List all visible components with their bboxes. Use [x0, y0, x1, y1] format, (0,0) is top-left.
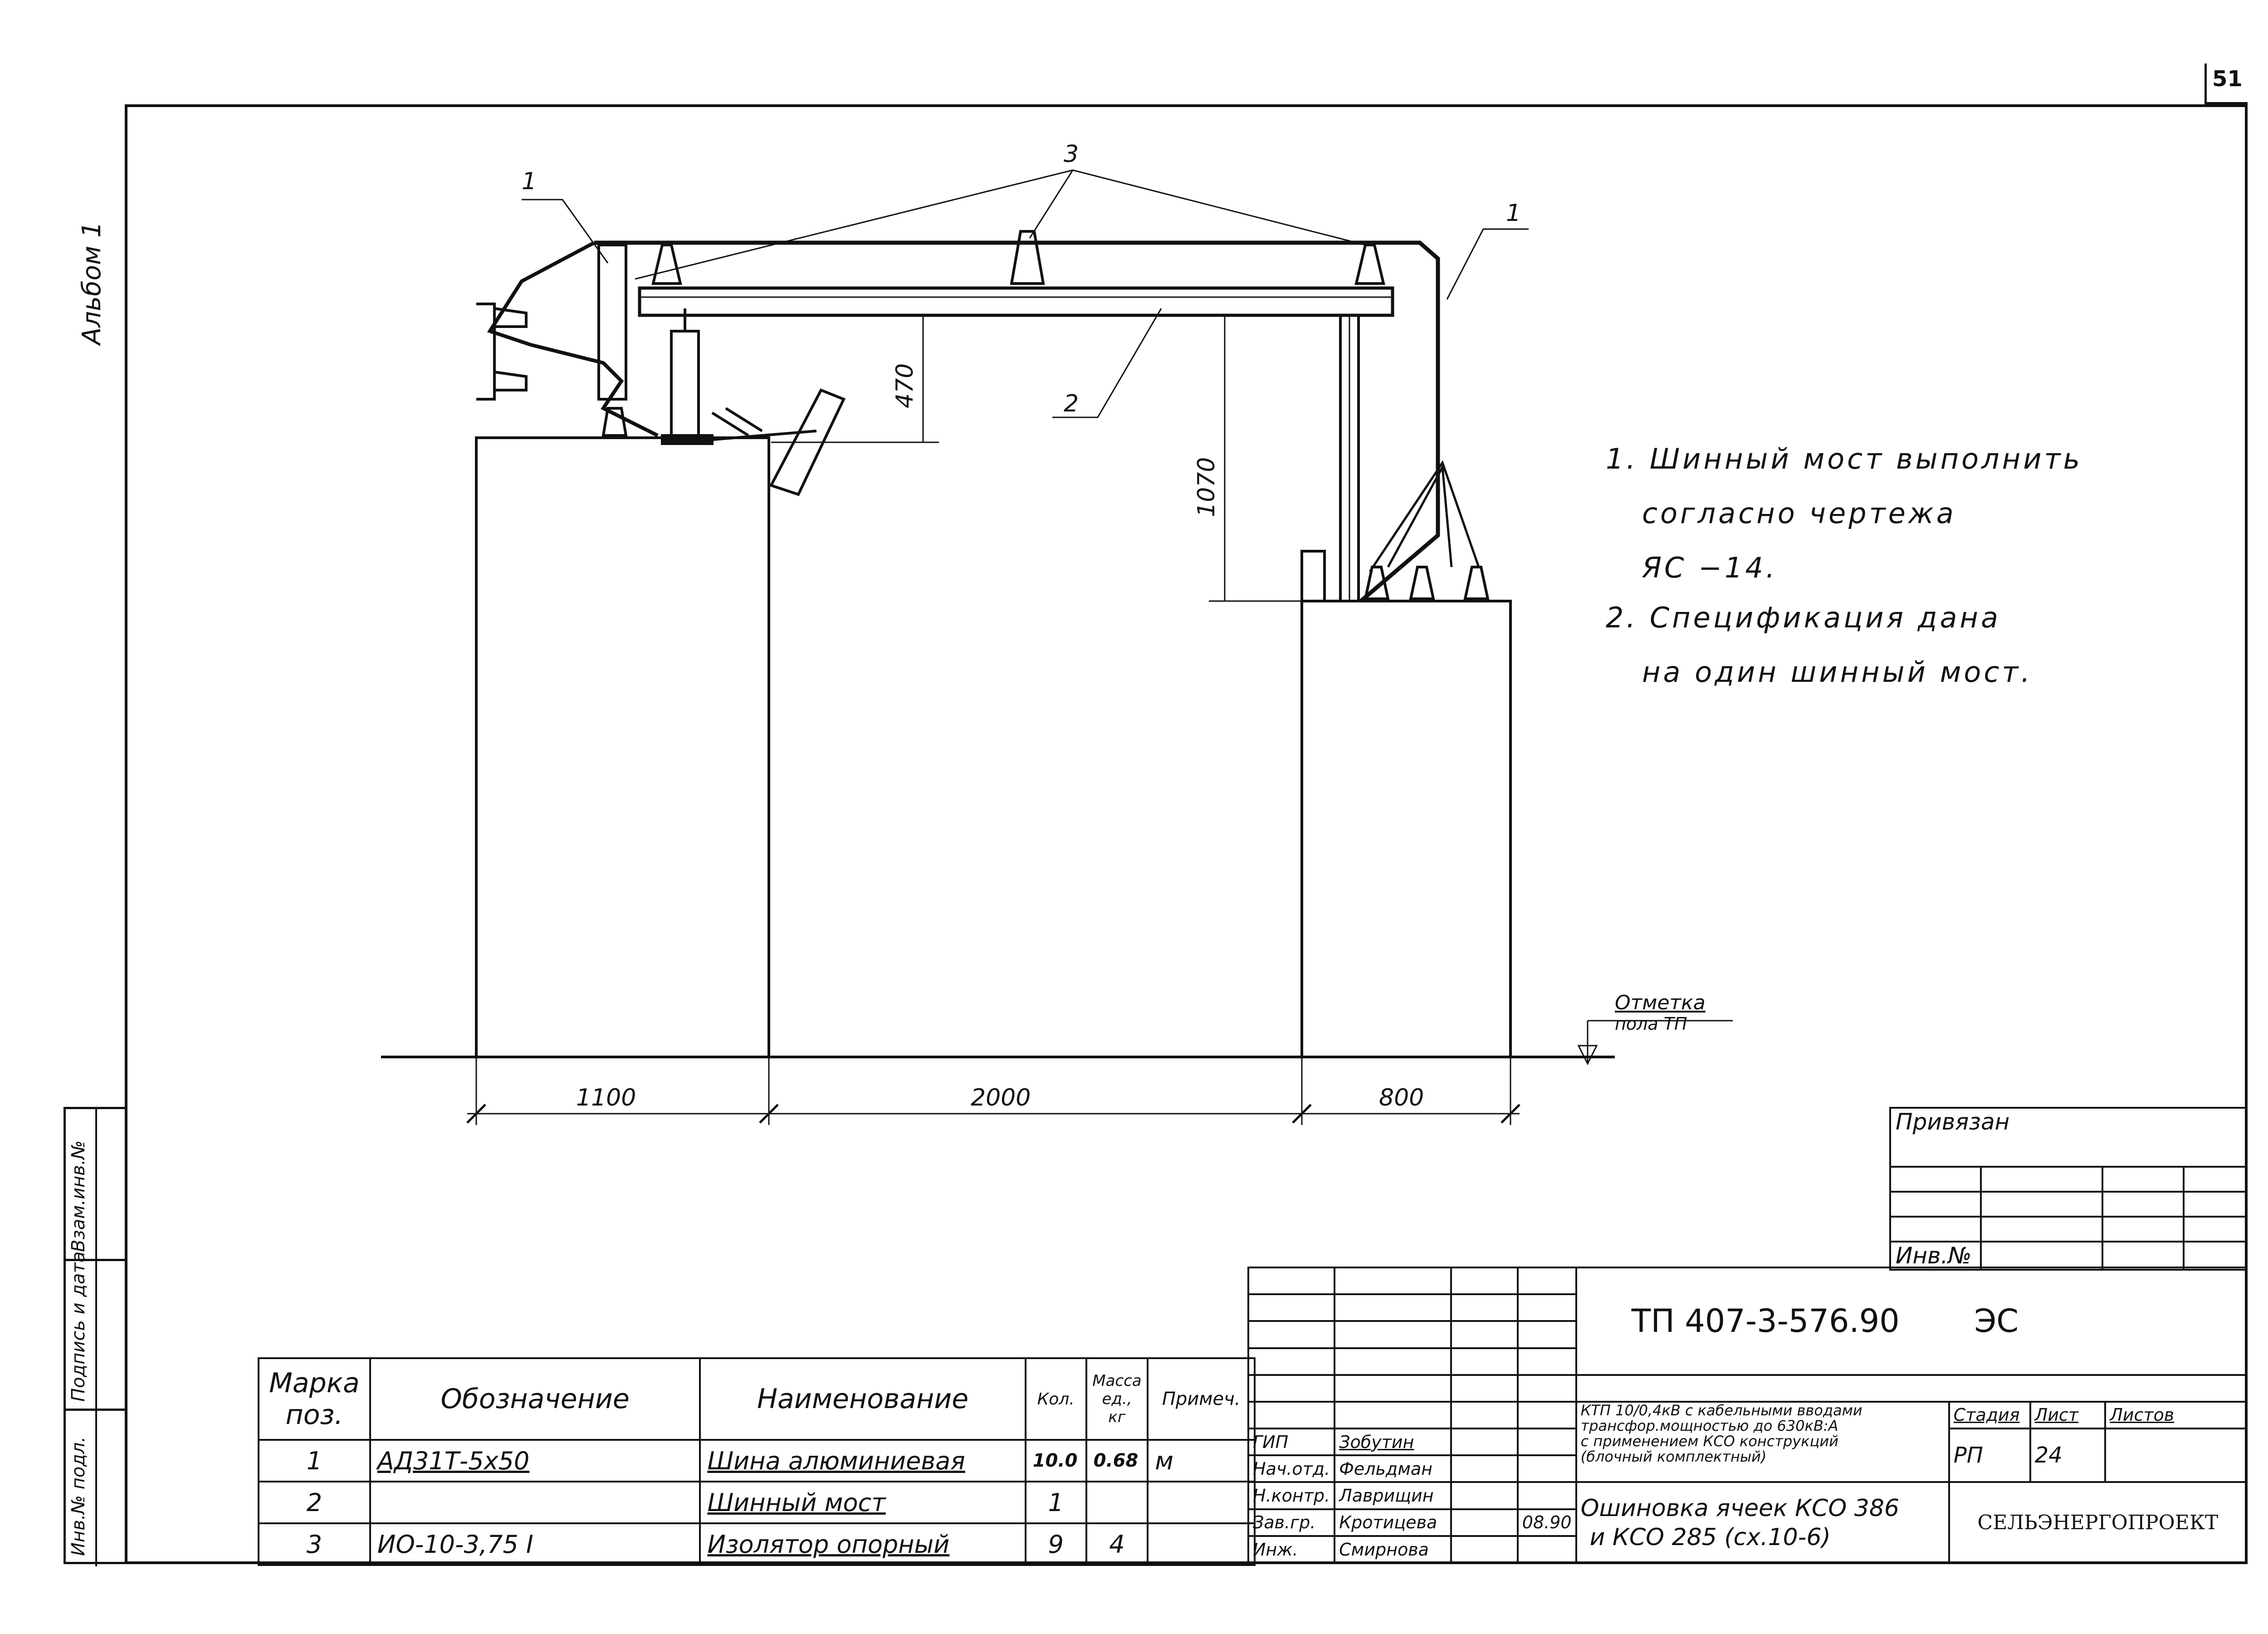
sheet-title-line2: и КСО 285 (сх.10-6) — [1589, 1523, 1831, 1551]
spec-row-3-name: Изолятор опорный — [699, 1522, 1026, 1566]
spec-row-2-mark: 2 — [258, 1481, 371, 1524]
sign-date: 08.90 — [1516, 1508, 1577, 1537]
privyazan-title: Привязан — [1889, 1107, 2248, 1168]
side-stamp — [64, 1107, 125, 1566]
dim-height-right: 1070 — [1193, 457, 1220, 517]
spec-header-mass: Масса ед., кг — [1085, 1357, 1149, 1441]
busbar-beam — [638, 286, 1394, 317]
sheets-label: Листов — [2104, 1400, 2248, 1430]
table-row: 3 ИО-10-3,75 I Изолятор опорный 9 4 — [258, 1522, 1256, 1566]
sheet-value: 24 — [2029, 1428, 2107, 1483]
dim-middle-width: 2000 — [971, 1084, 1031, 1111]
spec-row-1-note: м — [1147, 1439, 1256, 1482]
page-number: 51 — [2212, 66, 2243, 92]
spec-row-3-mark: 3 — [258, 1522, 371, 1566]
signer-name-1: Зобутин — [1334, 1428, 1452, 1457]
spec-row-1-designation: АД31Т-5х50 — [369, 1439, 701, 1482]
spec-row-2-qty: 1 — [1024, 1481, 1087, 1524]
spec-row-3-qty: 9 — [1024, 1522, 1087, 1566]
spec-row-1-mark: 1 — [258, 1439, 371, 1482]
stage-label: Стадия — [1948, 1400, 2031, 1430]
privyazan-block: Привязан Инв.№ — [1889, 1107, 2248, 1271]
project-desc-line4: (блочный комплектный) — [1580, 1448, 1767, 1465]
project-desc-line3: с применением КСО конструкций — [1580, 1432, 1838, 1450]
spec-row-3-note — [1147, 1522, 1256, 1566]
spec-row-3-designation: ИО-10-3,75 I — [369, 1522, 701, 1566]
spec-row-2-note — [1147, 1481, 1256, 1524]
project-desc-line2: трансфор.мощностью до 630кВ:А — [1580, 1417, 1838, 1434]
insulator-2 — [1010, 230, 1045, 285]
callout-1-right: 1 — [1506, 200, 1521, 227]
floor-mark-line2: пола ТП — [1615, 1014, 1687, 1034]
note-1-line3: ЯС −14. — [1642, 551, 1778, 584]
spec-header-mark: Марка поз. — [258, 1357, 371, 1441]
title-block: ТП 407-3-576.90 ЭС КТП 10/0,4кВ с кабель… — [1247, 1266, 2248, 1565]
privyazan-inv: Инв.№ — [1889, 1241, 1982, 1271]
signer-name-3: Лаврищин — [1334, 1481, 1452, 1510]
left-cabinet — [475, 436, 770, 1057]
spec-header-note: Примеч. — [1147, 1357, 1256, 1441]
sheets-value — [2104, 1428, 2248, 1483]
busbar-conductor — [594, 240, 1440, 603]
spec-header-qty: Кол. — [1024, 1357, 1087, 1441]
table-row: 1 АД31Т-5х50 Шина алюминиевая 10.0 0.68 … — [258, 1439, 1256, 1482]
note-2-line1: 2. Спецификация дана — [1606, 601, 2001, 634]
signer-name-5: Смирнова — [1334, 1535, 1452, 1565]
signer-role-2: Нач.отд. — [1247, 1454, 1336, 1483]
dim-right-width: 800 — [1379, 1084, 1424, 1111]
project-desc-line1: КТП 10/0,4кВ с кабельными вводами — [1580, 1401, 1862, 1419]
signer-name-4: Кротицева — [1334, 1508, 1452, 1537]
dim-height-left: 470 — [891, 363, 919, 408]
stage-value: РП — [1948, 1428, 2031, 1483]
spec-row-2-name: Шинный мост — [699, 1481, 1026, 1524]
floor-mark-line1: Отметка — [1615, 991, 1706, 1014]
signer-name-2: Фельдман — [1334, 1454, 1452, 1483]
signer-role-4: Зав.гр. — [1247, 1508, 1336, 1537]
insulator-3 — [1354, 244, 1385, 285]
note-1-line1: 1. Шинный мост выполнить — [1606, 442, 2083, 475]
signer-role-3: Н.контр. — [1247, 1481, 1336, 1510]
callout-3: 3 — [1064, 141, 1079, 168]
right-cabinet — [1300, 600, 1512, 1057]
doc-type: ЭС — [1974, 1302, 2019, 1340]
spec-header-name: Наименование — [699, 1357, 1026, 1441]
signer-role-1: ГИП — [1247, 1428, 1336, 1457]
dim-left-width: 1100 — [576, 1084, 636, 1111]
note-1-line2: согласно чертежа — [1642, 497, 1956, 530]
spec-row-2-mass — [1085, 1481, 1149, 1524]
specification-table: Марка поз. Обозначение Наименование Кол.… — [258, 1357, 1256, 1566]
org-name: СЕЛЬЭНЕРГОПРОЕКТ — [1948, 1481, 2248, 1564]
spec-row-3-mass: 4 — [1085, 1522, 1149, 1566]
page-number-box: 51 — [2204, 64, 2248, 104]
callout-2: 2 — [1064, 390, 1079, 417]
insulator-1 — [651, 244, 682, 285]
spec-row-2-designation — [369, 1481, 701, 1524]
callout-1-left: 1 — [522, 168, 537, 195]
table-row: 2 Шинный мост 1 — [258, 1481, 1256, 1524]
spec-header-designation: Обозначение — [369, 1357, 701, 1441]
sheet-label: Лист — [2029, 1400, 2107, 1430]
spec-row-1-qty: 10.0 — [1024, 1439, 1087, 1482]
spec-row-1-name: Шина алюминиевая — [699, 1439, 1026, 1482]
signer-role-5: Инж. — [1247, 1535, 1336, 1565]
note-2-line2: на один шинный мост. — [1642, 656, 2033, 689]
spec-row-1-mass: 0.68 — [1085, 1439, 1149, 1482]
doc-code: ТП 407-3-576.90 — [1631, 1302, 1900, 1340]
sheet-title-line1: Ошиновка ячеек КСО 386 — [1580, 1494, 1900, 1522]
